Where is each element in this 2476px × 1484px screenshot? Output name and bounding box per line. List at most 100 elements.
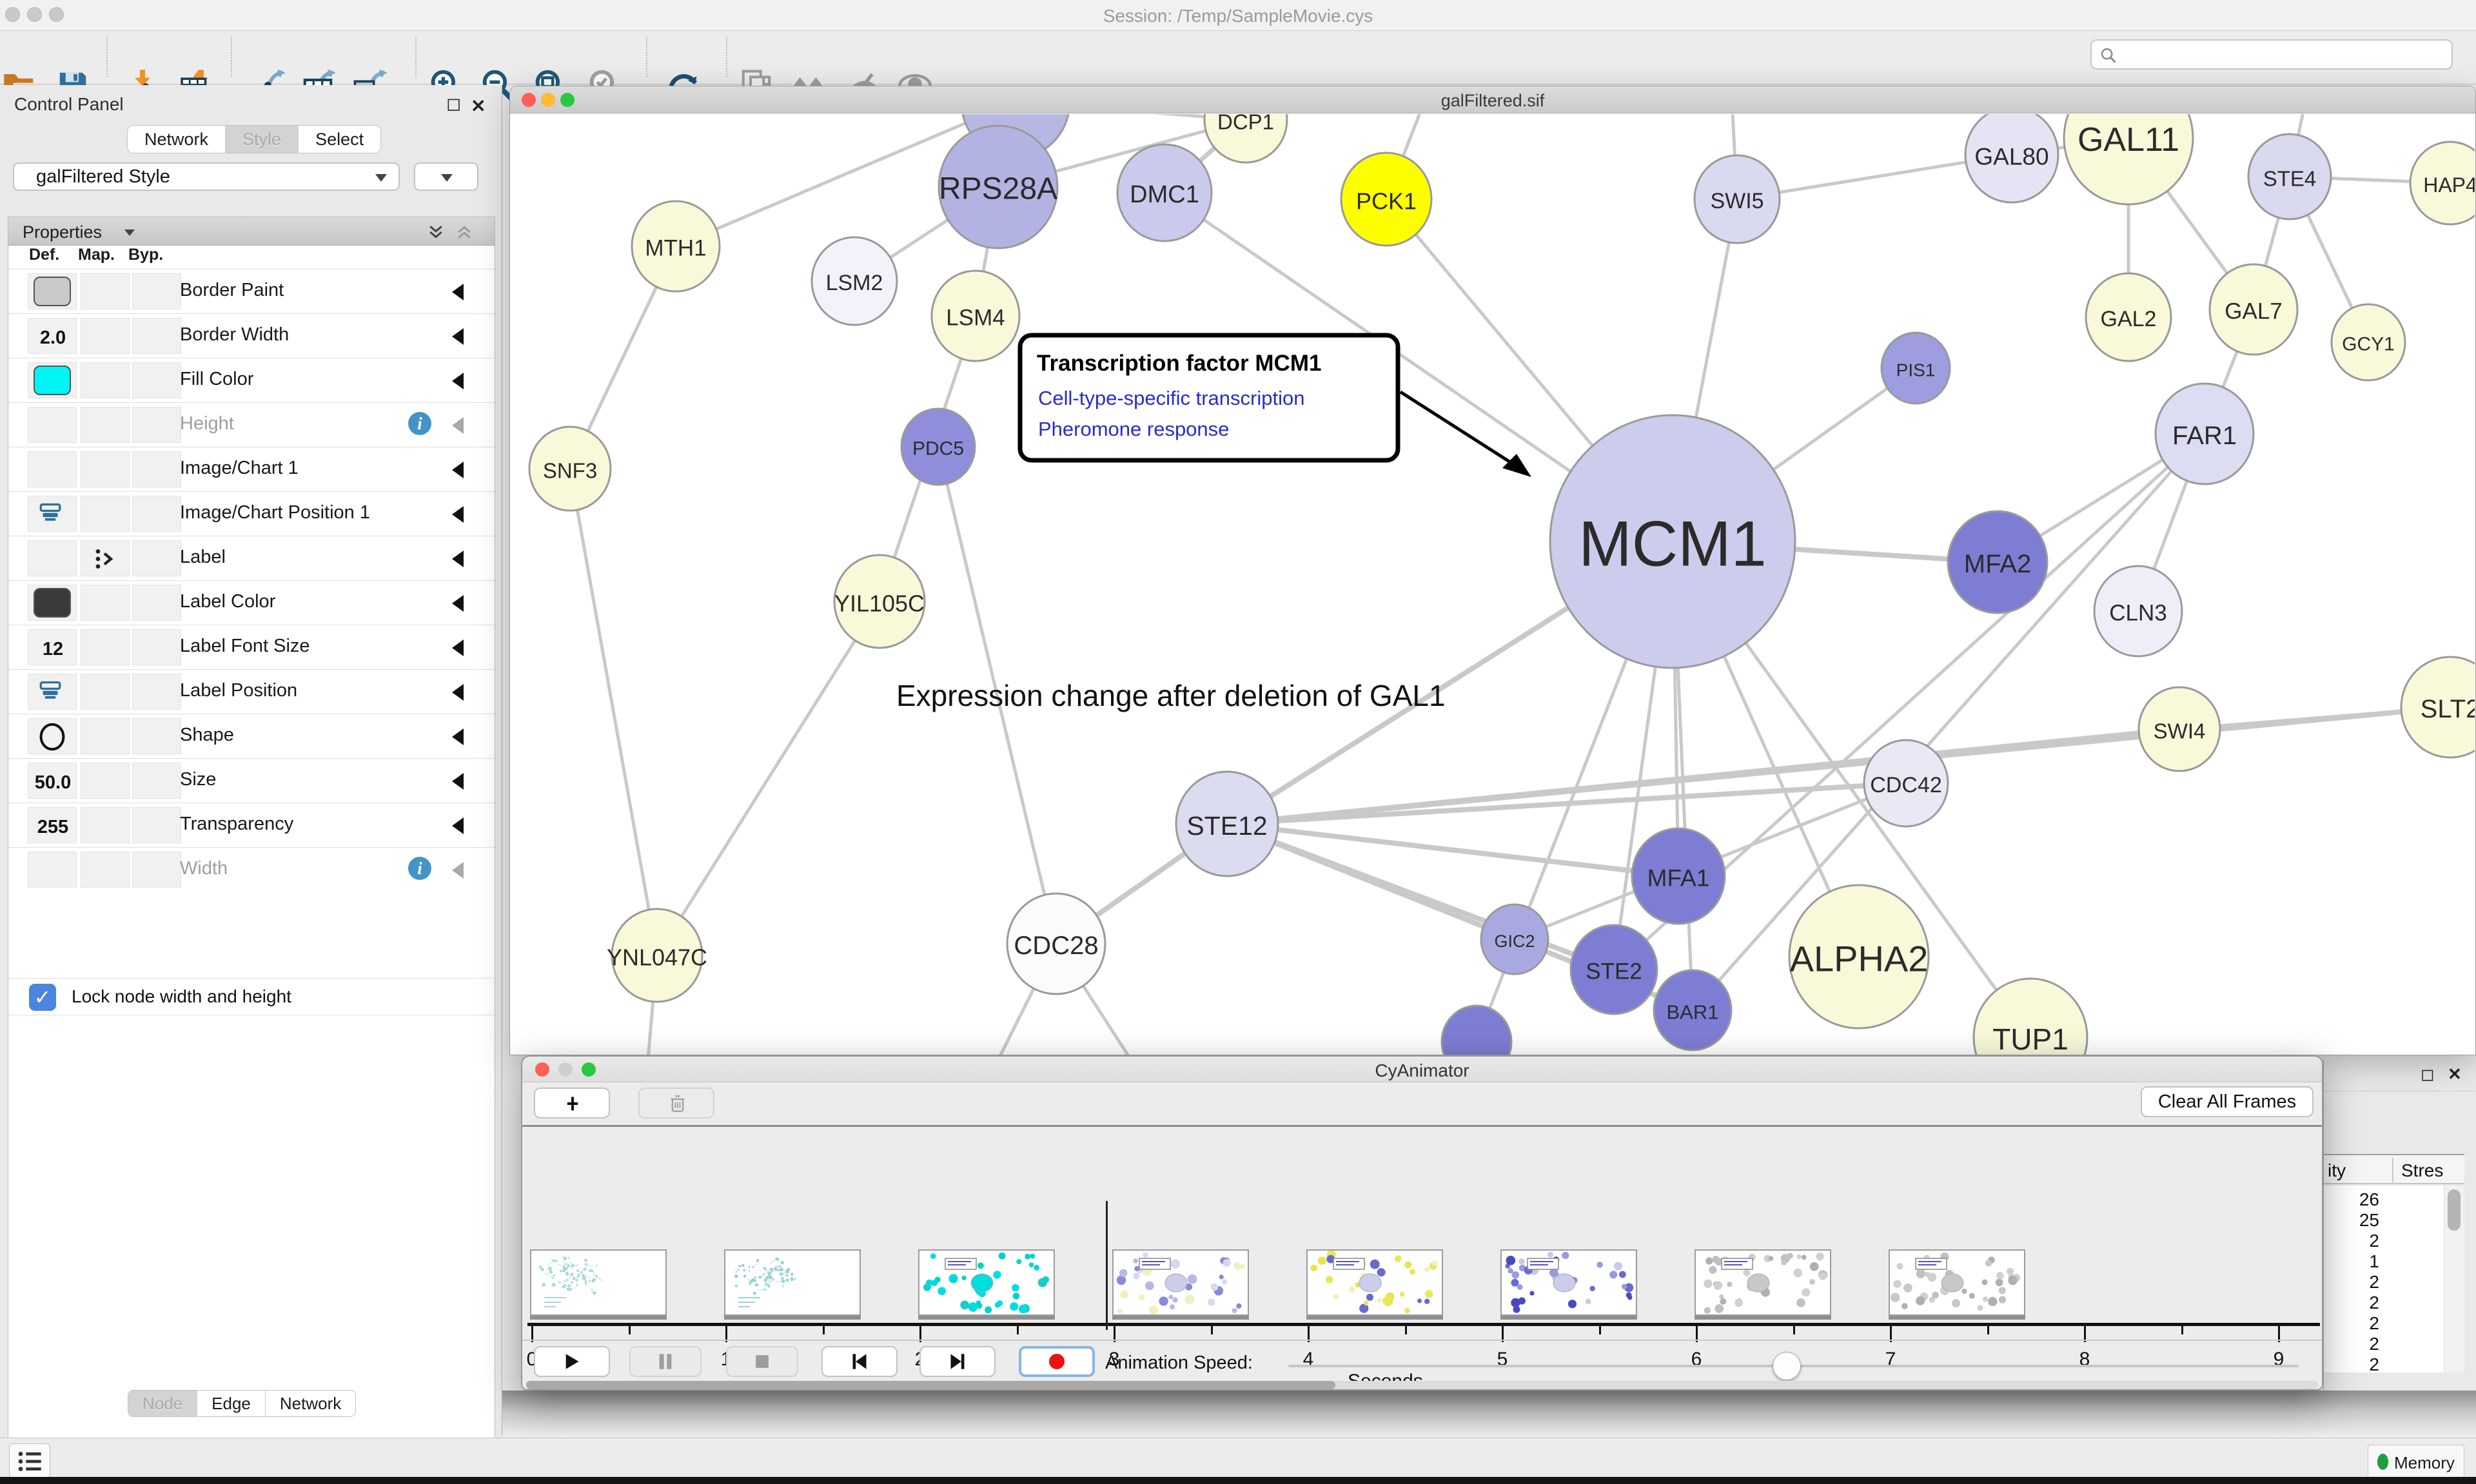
default-value-cell[interactable] [28, 451, 77, 487]
default-value-cell[interactable] [28, 362, 77, 398]
network-canvas[interactable]: RPS28BDCP1RPS28ADMC1PCK1SWI5GAL80GAL11ST… [511, 114, 2475, 1055]
expand-arrow-icon[interactable] [452, 328, 464, 345]
results-table-header[interactable]: ity Stres [2324, 1154, 2464, 1184]
bypass-cell[interactable] [132, 718, 181, 754]
bypass-cell[interactable] [132, 451, 181, 487]
network-window-titlebar[interactable]: galFiltered.sif [510, 86, 2475, 113]
node-MFA1[interactable]: MFA1 [1631, 827, 1726, 925]
bypass-cell[interactable] [132, 674, 181, 710]
frame-thumbnail-4[interactable] [1306, 1249, 1443, 1316]
default-value-cell[interactable] [28, 585, 77, 621]
node-MCM1[interactable]: MCM1 [1549, 414, 1796, 669]
window-zoom-icon[interactable] [560, 93, 575, 107]
window-close-icon[interactable] [5, 7, 20, 22]
timeline-scrollbar[interactable] [526, 1381, 2318, 1389]
bypass-cell[interactable] [132, 540, 181, 576]
default-value-cell[interactable] [28, 407, 77, 443]
timeline-playhead[interactable] [1105, 1201, 1108, 1330]
tab-select[interactable]: Select [299, 126, 381, 153]
annotation-link[interactable]: Cell-type-specific transcription [1038, 387, 1304, 409]
frame-thumbnail-5[interactable] [1500, 1249, 1637, 1316]
expand-arrow-icon[interactable] [452, 639, 464, 656]
expand-arrow-icon[interactable] [452, 817, 464, 834]
annotation-link[interactable]: Pheromone response [1038, 418, 1229, 440]
node-SWI5[interactable]: SWI5 [1693, 154, 1781, 244]
frame-thumbnail-0[interactable] [530, 1249, 667, 1316]
frame-thumbnail-7[interactable] [1889, 1249, 2025, 1316]
node-CLN3[interactable]: CLN3 [2093, 565, 2183, 658]
window-close-icon[interactable] [522, 93, 536, 107]
tab-style[interactable]: Style [226, 126, 299, 153]
network-caption[interactable]: Expression change after deletion of GAL1 [896, 679, 1446, 712]
expand-arrow-icon[interactable] [452, 595, 464, 612]
mapping-cell[interactable] [81, 674, 130, 710]
bypass-cell[interactable] [132, 807, 181, 843]
node-DMC1[interactable]: DMC1 [1116, 143, 1213, 242]
node-YNL047C[interactable]: YNL047C [607, 908, 707, 1003]
node-GAL2[interactable]: GAL2 [2085, 272, 2172, 362]
node-FAR1[interactable]: FAR1 [2154, 382, 2255, 485]
default-value-cell[interactable] [28, 540, 77, 576]
node-PCK1[interactable]: PCK1 [1340, 151, 1433, 247]
clear-all-frames-button[interactable]: Clear All Frames [2141, 1086, 2314, 1117]
default-value-cell[interactable] [28, 674, 77, 710]
node-GAL11[interactable]: GAL11 [2063, 114, 2194, 206]
node-GAL7[interactable]: GAL7 [2208, 263, 2299, 356]
expand-arrow-icon[interactable] [452, 506, 464, 523]
node-SLT2[interactable]: SLT2 [2400, 656, 2475, 759]
task-history-button[interactable] [9, 1443, 50, 1478]
node-LSM2[interactable]: LSM2 [811, 236, 898, 326]
mapping-cell[interactable] [81, 496, 130, 532]
annotation-mcm1[interactable]: Transcription factor MCM1Cell-type-speci… [1017, 333, 1531, 477]
node-BAR1[interactable]: BAR1 [1653, 969, 1733, 1051]
node-TUP1[interactable]: TUP1 [1972, 977, 2088, 1055]
collapse-all-icon[interactable] [455, 222, 474, 242]
mapping-cell[interactable] [81, 807, 130, 843]
expand-arrow-icon[interactable] [452, 284, 464, 300]
frame-thumbnail-2[interactable] [918, 1249, 1055, 1316]
mapping-cell[interactable] [81, 852, 130, 888]
edge-MTH1-RPS28B[interactable] [675, 114, 1016, 248]
mapping-cell[interactable] [81, 362, 130, 398]
mapping-cell[interactable] [81, 629, 130, 665]
delete-frame-button[interactable] [638, 1088, 714, 1118]
node-MTH1[interactable]: MTH1 [631, 200, 721, 293]
node-CDC28[interactable]: CDC28 [1006, 892, 1106, 995]
property-row-shape[interactable]: Shape [8, 714, 495, 758]
table-cell[interactable]: 2 [2369, 1231, 2379, 1251]
window-minimize-icon[interactable] [27, 7, 42, 22]
add-frame-button[interactable] [534, 1088, 610, 1118]
panel-close-icon[interactable]: ✕ [2448, 1064, 2462, 1084]
node-HAP4[interactable]: HAP4 [2409, 141, 2475, 226]
node-STE4[interactable]: STE4 [2247, 133, 2332, 220]
expand-arrow-icon[interactable] [452, 462, 464, 478]
lock-checkbox[interactable]: ✓ [29, 984, 56, 1011]
default-value-cell[interactable] [28, 273, 77, 309]
speed-slider-knob[interactable] [1773, 1352, 1801, 1380]
node-YIL105C[interactable]: YIL105C [833, 554, 926, 649]
bypass-cell[interactable] [132, 273, 181, 309]
node-RPS28A[interactable]: RPS28A [938, 124, 1059, 249]
node-DCP1[interactable]: DCP1 [1203, 114, 1288, 164]
bypass-cell[interactable] [132, 407, 181, 443]
property-row-image-chart-position-1[interactable]: Image/Chart Position 1 [8, 491, 495, 536]
default-value-cell[interactable]: 50.0 [28, 763, 77, 799]
mapping-cell[interactable] [81, 718, 130, 754]
frame-thumbnail-3[interactable] [1112, 1249, 1249, 1316]
info-icon[interactable]: i [408, 857, 431, 880]
table-cell[interactable]: 2 [2369, 1354, 2379, 1374]
style-target-tab-edge[interactable]: Edge [197, 1391, 266, 1416]
memory-button[interactable]: Memory [2368, 1445, 2464, 1478]
expand-all-icon[interactable] [426, 222, 446, 242]
bypass-cell[interactable] [132, 763, 181, 799]
node-STE2[interactable]: STE2 [1569, 924, 1658, 1015]
table-cell[interactable]: 2 [2369, 1313, 2379, 1333]
bypass-cell[interactable] [132, 852, 181, 888]
panel-float-icon[interactable]: ◻ [2421, 1064, 2435, 1084]
table-cell[interactable]: 2 [2369, 1334, 2379, 1354]
window-close-icon[interactable] [535, 1062, 549, 1077]
node-GCY1[interactable]: GCY1 [2330, 303, 2406, 382]
